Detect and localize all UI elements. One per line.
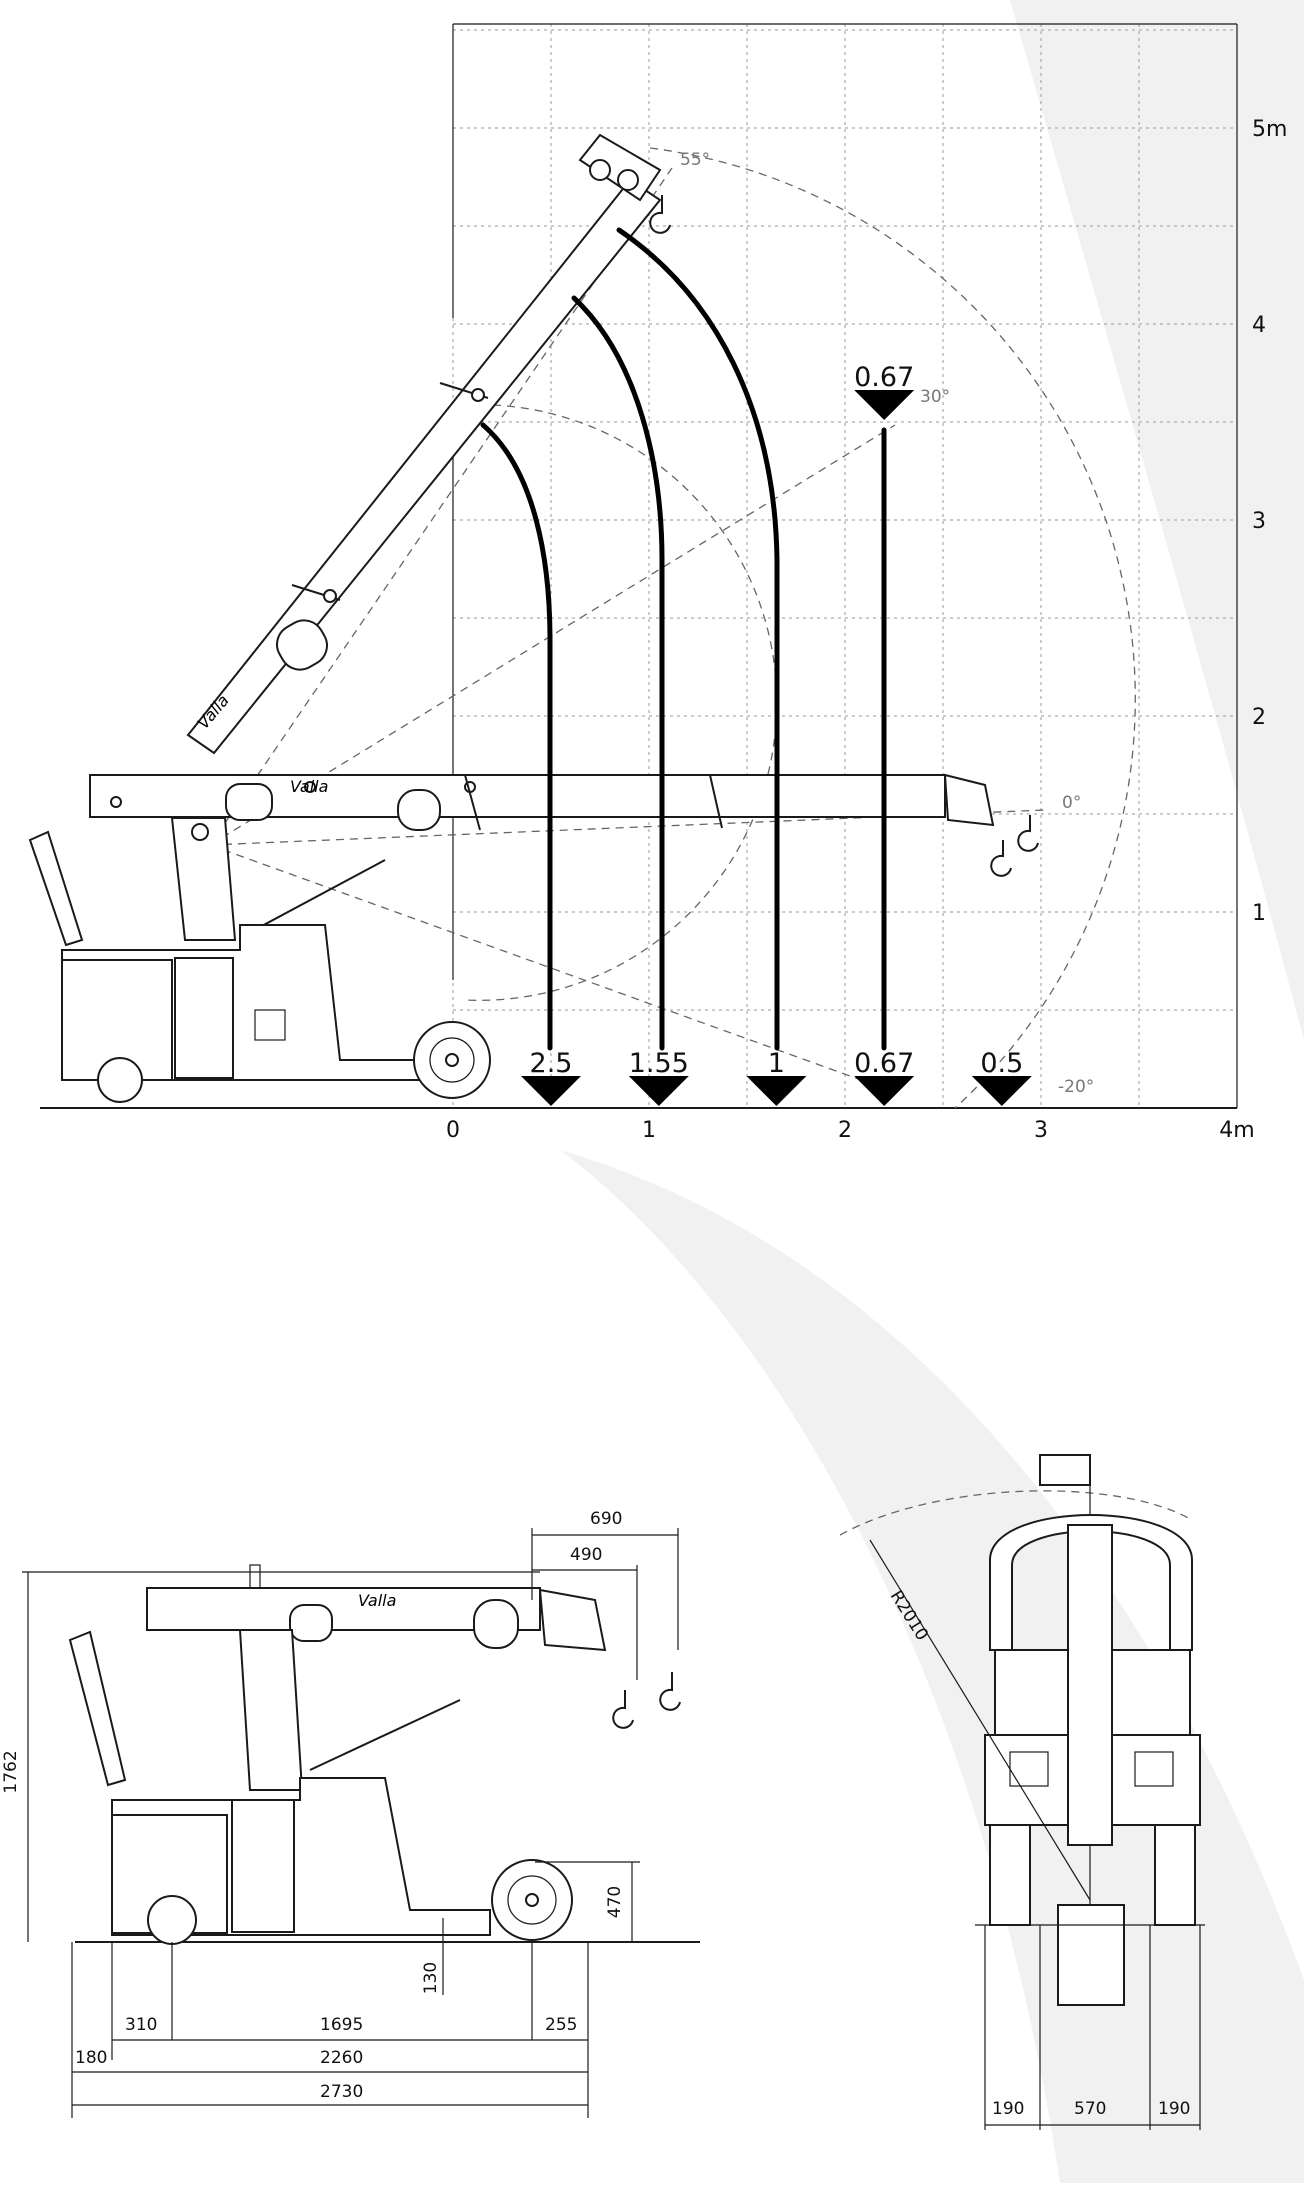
boom-raised: Valla	[186, 133, 671, 755]
angle-label-55: 55°	[680, 150, 710, 170]
x-axis-ticks: 0 1 2 3 4m	[446, 1118, 1255, 1143]
angle-label-0: 0°	[1062, 793, 1081, 813]
crane-side-chart: Valla	[28, 773, 1039, 1103]
side-tiller	[68, 1630, 127, 1787]
dim-490: 490	[570, 1545, 602, 1565]
boom-horizontal	[89, 774, 946, 818]
side-rear-wheel	[147, 1895, 197, 1945]
dim-2730: 2730	[320, 2082, 363, 2102]
background-swoosh	[1010, 0, 1304, 1040]
angle-label-30: 30°	[920, 387, 950, 407]
dim-front-570: 570	[1074, 2099, 1106, 2119]
load-marker	[971, 1076, 1032, 1106]
dim-front-190-right: 190	[1158, 2099, 1190, 2119]
load-label: 0.5	[980, 1048, 1023, 1079]
load-curve-1.55	[571, 295, 665, 1051]
load-chart: Valla Valla	[28, 23, 1287, 1143]
load-label: 2.5	[530, 1048, 573, 1079]
load-curve-2.5	[480, 422, 553, 1051]
ray-minus20	[209, 844, 876, 1086]
boom-brand-horizontal: Valla	[290, 777, 328, 796]
x-tick-label: 2	[838, 1118, 852, 1143]
load-marker	[746, 1076, 807, 1106]
dim-130: 130	[421, 1962, 441, 1994]
reach-arc-outer	[649, 147, 1136, 1109]
x-tick-label: 3	[1034, 1118, 1048, 1143]
side-view: Valla 690 490 1762 470 130	[1, 1509, 700, 2118]
dim-470: 470	[605, 1886, 625, 1918]
dim-310: 310	[125, 2015, 157, 2035]
side-boom-brand: Valla	[358, 1591, 396, 1610]
load-label: 1	[768, 1048, 785, 1079]
load-markers: 2.5 1.55 1 0.67 0.5	[521, 1048, 1032, 1106]
ray-55	[209, 167, 673, 846]
dim-2260: 2260	[320, 2048, 363, 2068]
load-marker	[854, 1076, 915, 1106]
dim-690: 690	[590, 1509, 622, 1529]
load-curve-1	[616, 227, 780, 1051]
x-tick-label: 4m	[1219, 1118, 1254, 1143]
background-swoosh-lower	[560, 1150, 1304, 2183]
angle-label-minus20: -20°	[1058, 1077, 1094, 1097]
dim-255: 255	[545, 2015, 577, 2035]
load-marker	[521, 1076, 581, 1106]
load-label: 1.55	[629, 1048, 689, 1079]
load-marker	[628, 1076, 689, 1106]
dim-height-1762: 1762	[1, 1750, 21, 1793]
y-tick-label: 2	[1252, 705, 1266, 730]
x-tick-label: 0	[446, 1118, 460, 1143]
load-label: 0.67	[854, 1048, 914, 1079]
dim-180: 180	[75, 2048, 107, 2068]
y-tick-label: 5m	[1252, 117, 1287, 142]
y-tick-label: 4	[1252, 313, 1266, 338]
y-tick-label: 3	[1252, 509, 1266, 534]
dim-1695: 1695	[320, 2015, 363, 2035]
front-view: R2010 190 570 190	[839, 1454, 1205, 2130]
load-top-marker	[854, 390, 915, 420]
y-axis-ticks: 1 2 3 4 5m	[1252, 117, 1287, 926]
x-tick-label: 1	[642, 1118, 656, 1143]
load-top-label: 0.67	[854, 362, 914, 393]
reach-arc-inner	[464, 404, 778, 1001]
dim-front-190-left: 190	[992, 2099, 1024, 2119]
y-tick-label: 1	[1252, 901, 1266, 926]
